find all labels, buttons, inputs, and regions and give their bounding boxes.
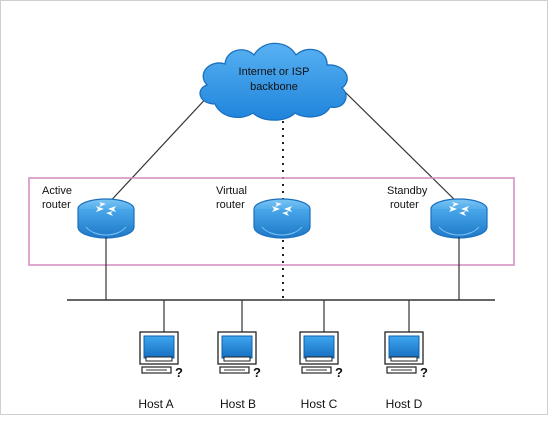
router-group-box	[28, 177, 515, 266]
host-b-help-symbol: ?	[253, 365, 261, 380]
monitor-stand	[223, 356, 251, 362]
monitor-stand	[390, 356, 418, 362]
virtual-router-label-line1: Virtual	[216, 185, 247, 197]
host-c-label: Host C	[301, 397, 338, 411]
screen-icon	[221, 335, 253, 359]
monitor-stand	[305, 356, 333, 362]
screen-icon	[388, 335, 420, 359]
internet-cloud: Internet or ISP backbone	[199, 42, 348, 121]
cloud-to-standby-line	[343, 90, 463, 208]
host-a-computer: ?	[139, 331, 183, 380]
host-d-computer: ?	[384, 331, 428, 380]
standby-router	[430, 198, 488, 239]
standby-router-label-line1: Standby	[387, 185, 428, 197]
host-c-computer: ?	[299, 331, 343, 380]
screen-icon	[143, 335, 175, 359]
host-b-label: Host B	[220, 397, 256, 411]
host-c-help-symbol: ?	[335, 365, 343, 380]
cloud-to-active-line	[104, 92, 212, 208]
virtual-router-label-line2: router	[216, 199, 245, 211]
host-a-help-symbol: ?	[175, 365, 183, 380]
router-arrows-icon	[272, 202, 292, 216]
host-d-label: Host D	[386, 397, 423, 411]
cloud-label-line2: backbone	[250, 81, 298, 93]
cloud-label-line1: Internet or ISP	[239, 66, 310, 78]
active-router-label-line2: router	[42, 199, 71, 211]
virtual-router	[253, 198, 311, 239]
screen-icon	[303, 335, 335, 359]
monitor-stand	[145, 356, 173, 362]
host-b-computer: ?	[217, 331, 261, 380]
active-router	[77, 198, 135, 239]
standby-router-label-line2: router	[390, 199, 419, 211]
host-d-help-symbol: ?	[420, 365, 428, 380]
router-arrows-icon	[96, 202, 116, 216]
host-a-label: Host A	[138, 397, 173, 411]
router-arrows-icon	[449, 202, 469, 216]
active-router-label-line1: Active	[42, 185, 72, 197]
